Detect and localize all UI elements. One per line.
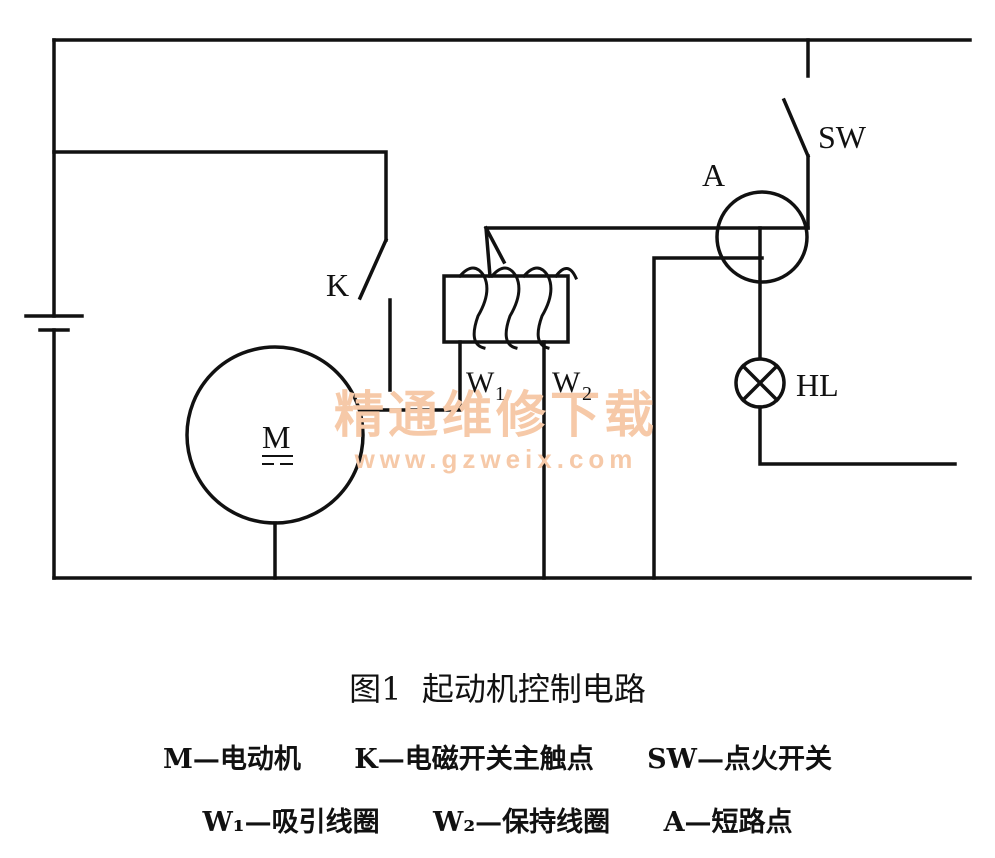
k-feed-wire: [52, 150, 388, 242]
switch-k-blade: [357, 237, 389, 301]
w1-lead-wire: [358, 340, 462, 412]
watermark-url: www.gzweix.com: [354, 444, 638, 474]
figure-title: 图1 起动机控制电路: [349, 670, 646, 708]
label-a: A: [702, 157, 725, 193]
label-w1-sub: 1: [495, 383, 505, 405]
label-motor: M: [262, 419, 290, 455]
legend-item-m: M—电动机: [163, 744, 301, 775]
coil-top-diagonal: [483, 225, 507, 265]
a-to-bus-wire: [652, 256, 764, 580]
legend-item-sw: SW—点火开关: [647, 744, 832, 775]
circuit-diagram: 精通维修下载 www.gzweix.com K SW A HL M W 1 W …: [24, 38, 972, 580]
legend-line-2: W₁—吸引线圈 W₂—保持线圈 A—短路点: [0, 800, 995, 839]
lamp-ground-wire: [758, 405, 957, 466]
legend-item-a: A—短路点: [663, 807, 793, 838]
lamp-cross-2: [740, 363, 780, 403]
label-w2-sub: 2: [582, 383, 592, 405]
legend-item-w1: W₁—吸引线圈: [202, 807, 380, 838]
solenoid-winding: [457, 266, 578, 350]
label-sw: SW: [818, 119, 867, 155]
node-a-circle: [715, 190, 809, 284]
label-w1: W: [466, 366, 495, 399]
legend-line-1: M—电动机 K—电磁开关主触点 SW—点火开关: [0, 737, 995, 776]
legend-item-k: K—电磁开关主触点: [354, 744, 594, 775]
watermark-cn: 精通维修下载: [334, 385, 658, 444]
label-hl: HL: [796, 367, 839, 403]
solenoid-body: [442, 274, 570, 344]
switch-sw-blade: [781, 97, 811, 159]
label-k: K: [326, 267, 349, 303]
label-w2: W: [552, 366, 581, 399]
legend-item-w2: W₂—保持线圈: [433, 807, 611, 838]
